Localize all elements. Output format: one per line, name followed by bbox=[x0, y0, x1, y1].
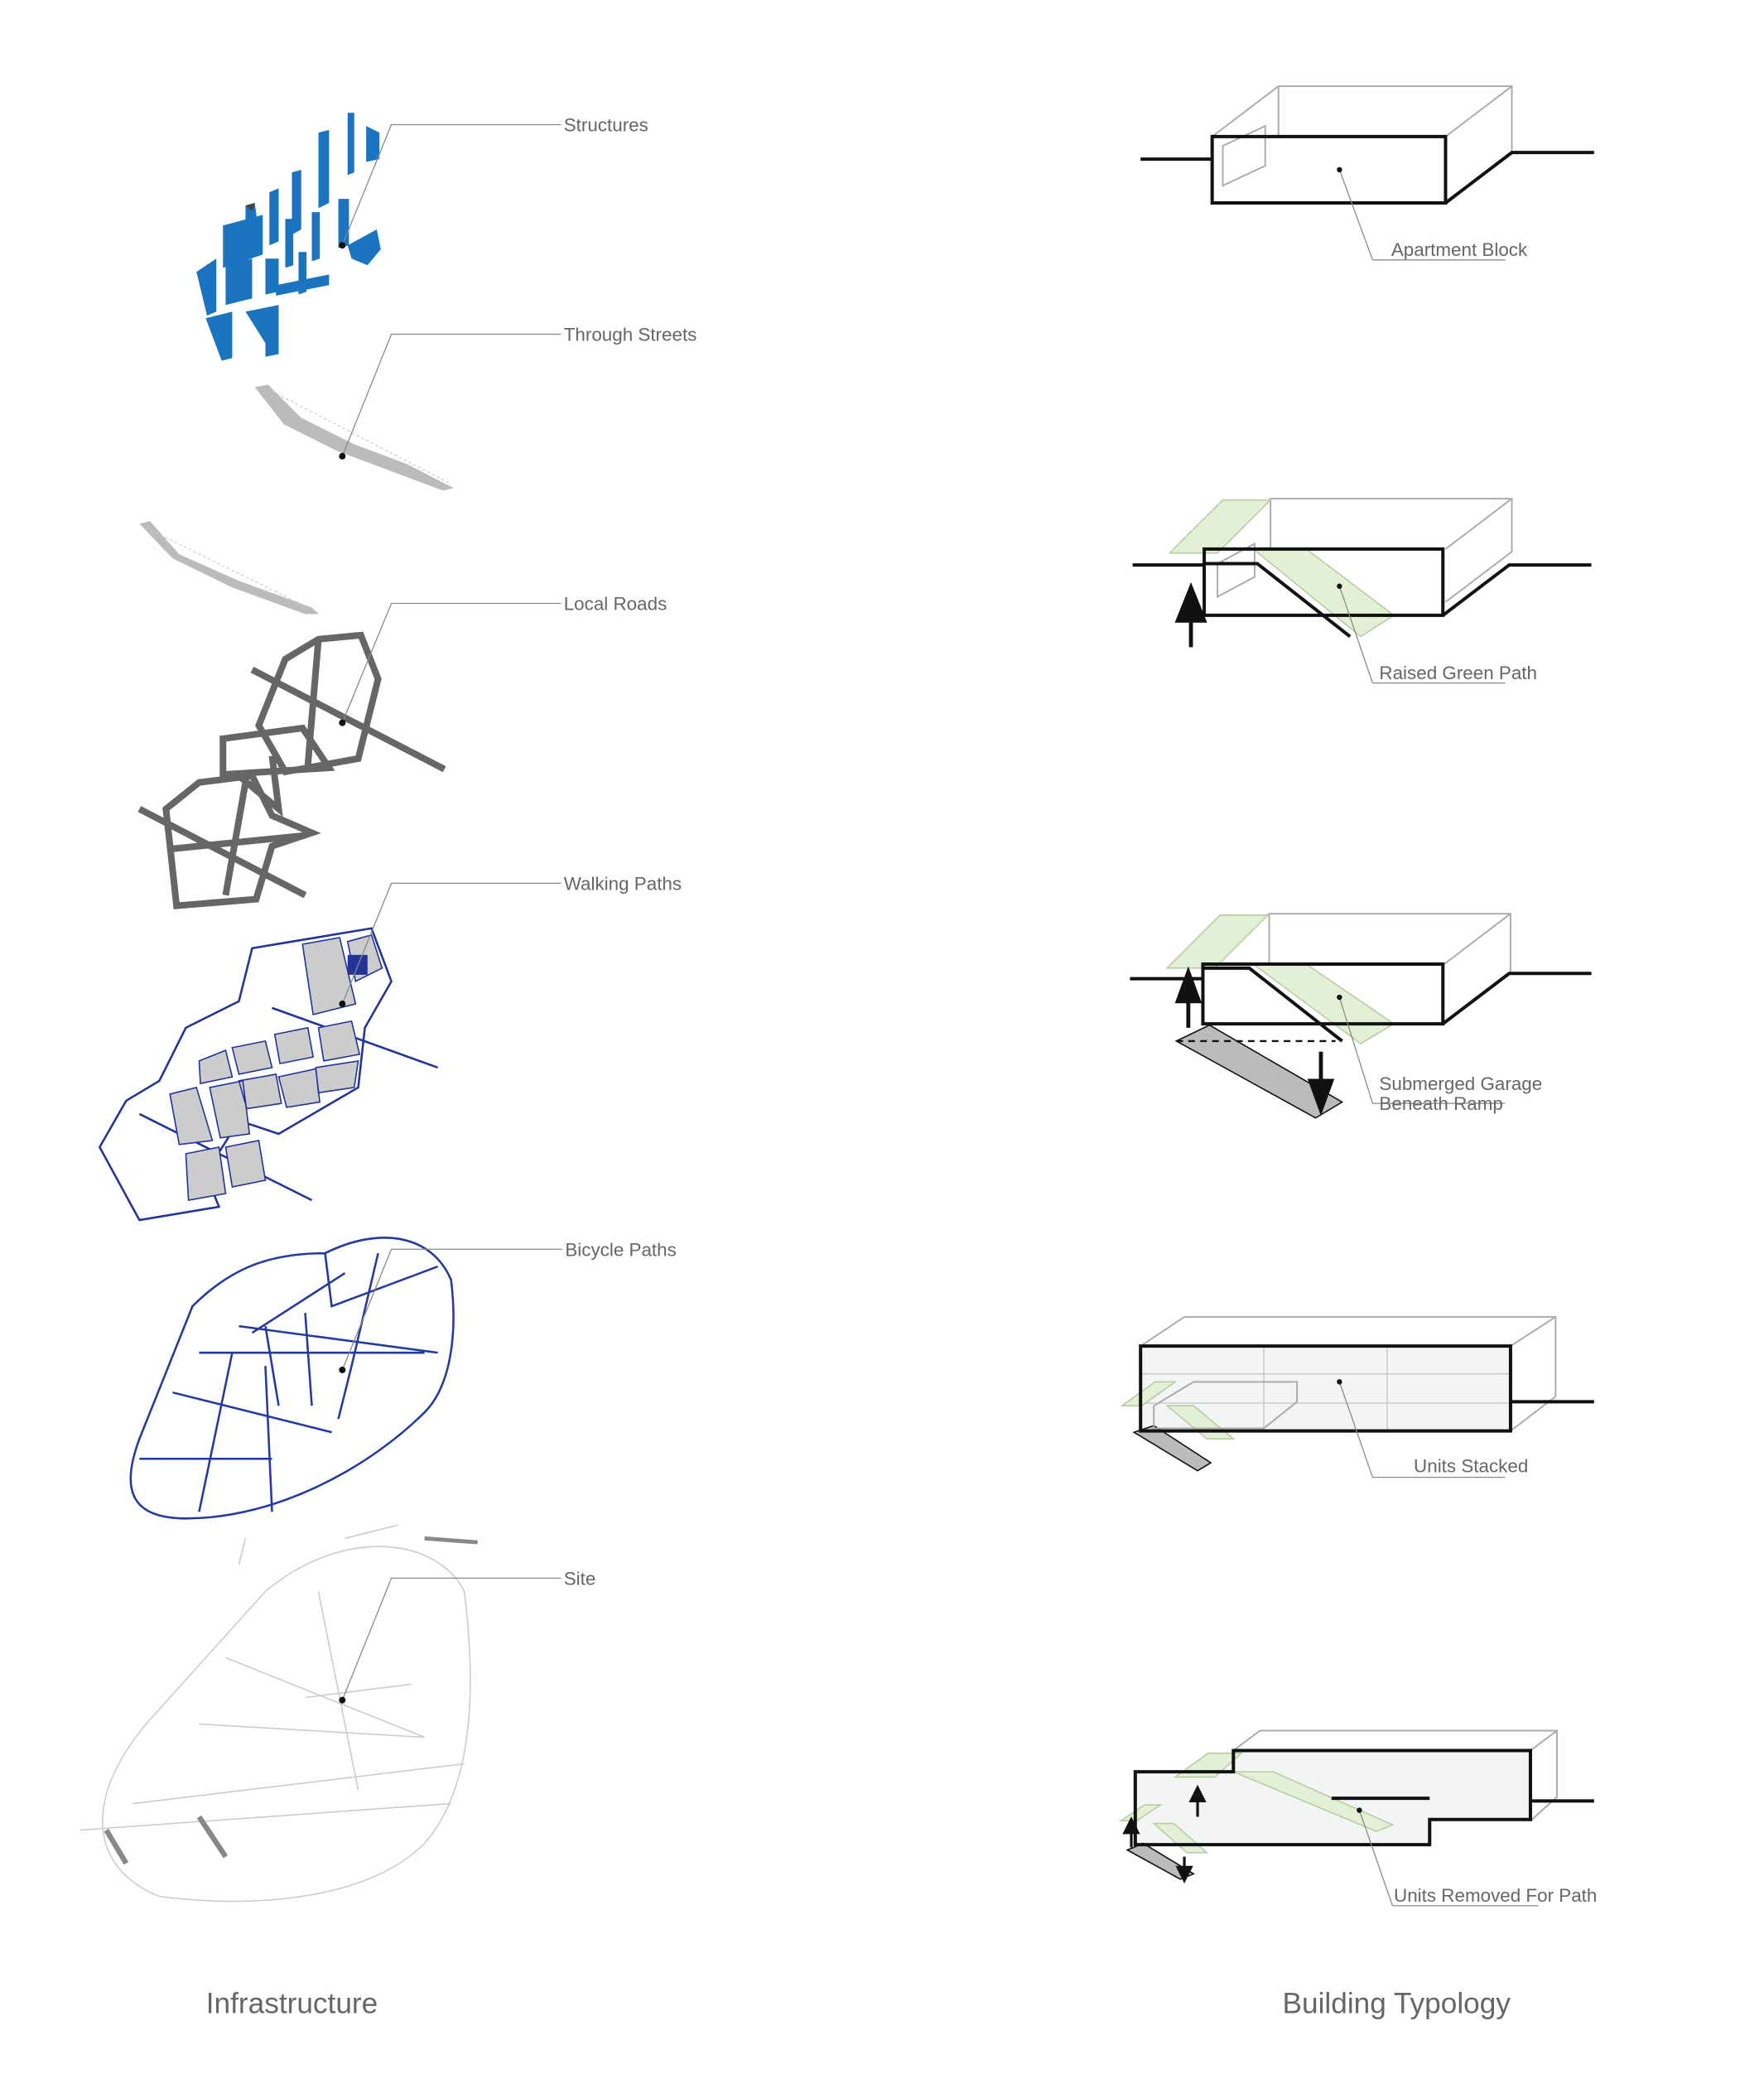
through-streets-layer bbox=[139, 384, 454, 615]
submerged-garage-diagram: Submerged Garage Beneath Ramp bbox=[1130, 913, 1592, 1119]
units-removed-diagram: Units Removed For Path bbox=[1118, 1729, 1597, 1907]
structures-layer bbox=[196, 113, 381, 361]
label-bicycle-paths: Bicycle Paths bbox=[565, 1239, 677, 1260]
layer-label-through-streets: Through Streets bbox=[339, 324, 697, 460]
label-units-stacked: Units Stacked bbox=[1414, 1455, 1528, 1476]
raised-green-path-diagram: Raised Green Path bbox=[1132, 498, 1592, 684]
walking-paths-layer bbox=[98, 927, 439, 1222]
building-typology-title: Building Typology bbox=[1283, 1988, 1511, 2020]
units-stacked-diagram: Units Stacked bbox=[1120, 1315, 1594, 1478]
local-roads-layer bbox=[137, 631, 446, 909]
label-raised-green-path: Raised Green Path bbox=[1379, 663, 1537, 683]
apartment-block-diagram: Apartment Block bbox=[1140, 85, 1594, 261]
layer-label-local-roads: Local Roads bbox=[339, 594, 667, 726]
layer-label-bicycle-paths: Bicycle Paths bbox=[339, 1239, 677, 1373]
label-submerged-garage-line1: Submerged Garage bbox=[1379, 1073, 1542, 1094]
label-local-roads: Local Roads bbox=[564, 594, 668, 615]
infrastructure-title: Infrastructure bbox=[206, 1988, 378, 2020]
label-units-removed: Units Removed For Path bbox=[1394, 1885, 1597, 1906]
layer-label-site: Site bbox=[339, 1568, 596, 1704]
label-walking-paths: Walking Paths bbox=[564, 873, 682, 894]
site-layer bbox=[80, 1524, 478, 1903]
label-site: Site bbox=[564, 1568, 596, 1589]
label-apartment-block: Apartment Block bbox=[1391, 239, 1528, 260]
label-structures: Structures bbox=[564, 115, 648, 136]
layer-label-structures: Structures bbox=[339, 115, 648, 249]
layer-label-walking-paths: Walking Paths bbox=[339, 873, 682, 1008]
bicycle-paths-layer bbox=[129, 1237, 455, 1520]
label-through-streets: Through Streets bbox=[564, 324, 697, 345]
label-submerged-garage-line2: Beneath Ramp bbox=[1379, 1093, 1502, 1114]
